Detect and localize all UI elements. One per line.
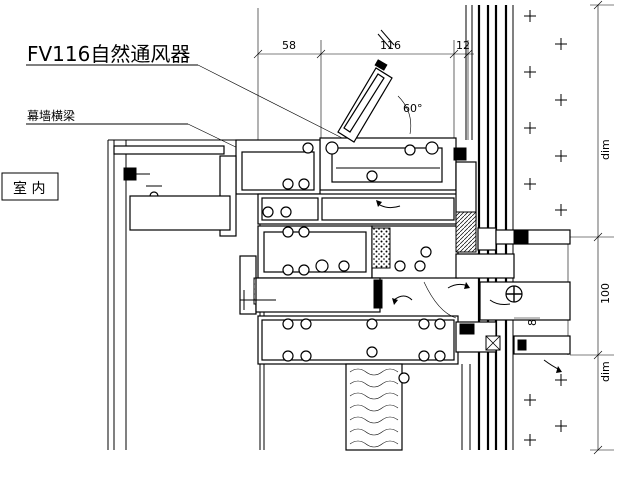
wall-insulation-block <box>345 363 403 451</box>
interior-trim <box>113 145 225 155</box>
transom-middle-inner <box>263 231 367 273</box>
clip-profile <box>477 227 497 251</box>
ventilator-seal <box>453 147 467 161</box>
profile-screw-boss <box>418 350 430 362</box>
right-dimension-chain: dim 100 dim <box>567 0 614 455</box>
profile-screw-boss <box>262 206 274 218</box>
fasteners <box>123 155 276 310</box>
flap-inner <box>343 73 385 133</box>
ventilator-label-text: FV116自然通风器 <box>27 42 190 66</box>
ventilator-chamber <box>331 147 443 183</box>
profile-screw-boss <box>280 206 292 218</box>
profile-screw-boss <box>338 260 350 272</box>
profile-screw-boss <box>420 246 432 258</box>
airflow-arrow <box>377 203 401 209</box>
insulation-wave <box>349 368 399 448</box>
ventilator-screw <box>325 141 339 155</box>
top-dimension-chain: 58 116 12 <box>253 8 474 140</box>
fixing-bolt-cross <box>506 286 522 302</box>
profile-screw-boss <box>414 260 426 272</box>
ventilator-flap: 60° <box>337 29 423 143</box>
ventilator-screw <box>404 144 416 156</box>
angle-arc <box>397 95 412 135</box>
profile-screw-boss <box>298 178 310 190</box>
profile-screw-boss <box>315 259 329 273</box>
transom-band-right <box>321 197 455 221</box>
profile-screw-boss <box>302 142 314 154</box>
airflow-arrowhead <box>376 200 382 207</box>
spacer-cross <box>485 335 501 351</box>
anchor-screw <box>398 372 410 384</box>
drainage-channel <box>479 281 571 321</box>
profile-screw-boss <box>366 318 378 330</box>
profile-screw-boss <box>366 346 378 358</box>
indoor-label-box <box>1 172 59 201</box>
dimension-8: 8 <box>526 319 539 326</box>
airflow-arrows <box>376 200 562 373</box>
lower-seal-block <box>459 323 475 335</box>
dimension-tick <box>316 49 326 59</box>
transom-profiles <box>235 139 459 365</box>
profile-screw-boss <box>282 226 294 238</box>
profile-screw-boss <box>434 350 446 362</box>
ventilator-screw <box>425 141 439 155</box>
airflow-arrow <box>393 295 413 301</box>
dimension-tick <box>593 350 603 360</box>
lower-outer-cap <box>513 335 571 355</box>
indoor-label-text: 室 内 <box>13 180 45 197</box>
dimension-58: 58 <box>282 39 296 52</box>
dimension-100: 100 <box>599 283 612 304</box>
profile-screw-boss <box>282 178 294 190</box>
airflow-arrowhead <box>556 366 562 373</box>
profile-screw-boss <box>300 350 312 362</box>
transom-label-text: 幕墙横梁 <box>27 108 75 123</box>
flap-gasket <box>374 59 388 71</box>
dimension-tick <box>463 49 473 59</box>
bracket <box>455 253 515 279</box>
ventilator-unit: 60° <box>319 29 467 191</box>
dimension-dim-upper: dim <box>599 139 612 160</box>
airflow-arrowhead <box>392 298 398 305</box>
dimension-tick <box>593 0 603 10</box>
glass-fixing-assembly: 8 <box>455 161 571 355</box>
profile-screw-boss <box>282 264 294 276</box>
dimension-tick <box>253 49 263 59</box>
profile-screw-boss <box>282 350 294 362</box>
dimension-12: 12 <box>456 39 470 52</box>
dimension-dim-lower: dim <box>599 361 612 382</box>
dimension-tick <box>593 232 603 242</box>
indoor-label: 室 内 <box>1 172 59 201</box>
seal-block <box>513 229 529 245</box>
profile-screw-boss <box>282 318 294 330</box>
ventilator-screw <box>366 170 378 182</box>
cladding-marks <box>524 10 567 446</box>
thermal-break-insulation <box>371 227 391 269</box>
profile-screw-boss <box>418 318 430 330</box>
airflow-path <box>423 281 457 319</box>
flap-handle <box>380 29 395 46</box>
lower-cap-seal <box>517 339 527 351</box>
profile-screw-boss <box>298 264 310 276</box>
airflow-arrow <box>489 299 511 305</box>
flap-handle <box>377 33 391 49</box>
angle-60: 60° <box>403 102 423 115</box>
airflow-arrowhead <box>464 282 470 289</box>
lower-wall <box>345 363 471 451</box>
dimension-tick <box>593 445 603 455</box>
anchor-plate <box>129 195 231 231</box>
ventilator-label: FV116自然通风器 <box>26 42 353 144</box>
outer-cap <box>495 229 571 245</box>
transom-lower-tray <box>255 277 381 313</box>
lower-seal <box>373 279 383 309</box>
gasket-hatched <box>455 211 477 253</box>
pressure-plate <box>455 161 477 221</box>
dimension-tick <box>449 49 459 59</box>
profile-screw-boss <box>300 318 312 330</box>
fastener-block <box>123 167 137 181</box>
profile-screw-boss <box>298 226 310 238</box>
profile-screw-boss <box>434 318 446 330</box>
profile-screw-boss <box>394 260 406 272</box>
ventilator-leader-line <box>197 64 353 144</box>
